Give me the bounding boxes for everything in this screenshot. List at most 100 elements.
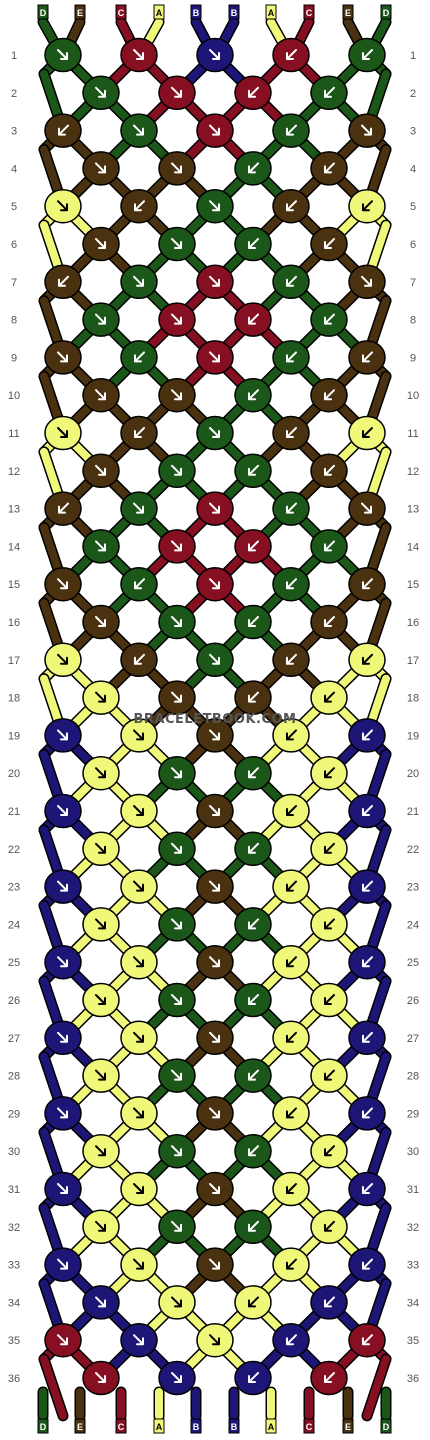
knot-r29-2	[120, 1096, 158, 1131]
knot-r13-5	[348, 491, 386, 526]
svg-text:E: E	[77, 8, 83, 18]
top-strand-3	[145, 18, 163, 44]
knot-r16-3	[234, 604, 272, 640]
svg-text:E: E	[345, 1422, 351, 1432]
knot-arrow-icon	[248, 691, 259, 703]
knot-arrow-icon	[209, 49, 220, 60]
top-string-letter-3: A	[153, 4, 165, 20]
bottom-string-letter-7: C	[303, 1418, 315, 1434]
knot-arrow-icon	[362, 427, 373, 438]
knot-arrow-icon	[248, 616, 259, 627]
row-label-right: 4	[410, 163, 416, 175]
knot-arrow-icon	[248, 842, 259, 854]
knot-arrow-icon	[57, 653, 68, 665]
knot-r34-2	[158, 1285, 196, 1320]
knot-r7-4	[272, 264, 310, 300]
knot-arrow-icon	[324, 86, 335, 98]
knot-r21-2	[120, 793, 158, 829]
knot-arrow-icon	[171, 86, 182, 98]
knot-r11-3	[196, 415, 234, 451]
knot-arrow-icon	[362, 729, 373, 741]
knot-r15-2	[120, 566, 158, 602]
knot-arrow-icon	[362, 1334, 373, 1346]
bottom-string-letter-6: A	[265, 1418, 277, 1434]
svg-text:B: B	[193, 8, 200, 18]
knot-r18-1	[82, 680, 120, 715]
knot-r34-3	[234, 1285, 272, 1320]
knot-r3-5	[348, 113, 386, 148]
knot-r27-1	[44, 1020, 82, 1056]
row-label-left: 3	[11, 126, 17, 138]
knot-r10-3	[234, 377, 272, 413]
knot-arrow-icon	[286, 49, 297, 60]
knot-arrow-icon	[324, 389, 335, 401]
knot-arrow-icon	[248, 389, 259, 401]
knot-arrow-icon	[248, 1220, 259, 1232]
knot-arrow-icon	[286, 427, 297, 438]
knot-arrow-icon	[362, 1031, 373, 1043]
knot-arrow-icon	[209, 1107, 220, 1119]
knot-arrow-icon	[95, 86, 106, 98]
knot-arrow-icon	[209, 427, 220, 438]
knot-arrow-icon	[324, 767, 335, 779]
row-label-left: 20	[8, 768, 20, 780]
knot-arrow-icon	[286, 1031, 297, 1043]
knot-r21-3	[196, 793, 234, 829]
knot-r3-4	[272, 113, 310, 148]
svg-text:A: A	[268, 8, 275, 18]
knot-r11-2	[120, 415, 158, 451]
knot-arrow-icon	[286, 351, 297, 363]
row-label-left: 31	[8, 1184, 20, 1196]
knot-r30-2	[158, 1133, 196, 1169]
knot-arrow-icon	[57, 578, 68, 590]
knot-arrow-icon	[57, 351, 68, 363]
row-label-right: 12	[407, 466, 419, 478]
knot-r31-4	[272, 1171, 310, 1207]
row-label-right: 10	[407, 390, 419, 402]
knot-arrow-icon	[248, 464, 259, 476]
knot-arrow-icon	[248, 1296, 259, 1308]
knot-arrow-icon	[133, 1183, 144, 1194]
row-label-right: 1	[410, 50, 416, 62]
svg-text:C: C	[118, 1422, 125, 1432]
knot-arrow-icon	[361, 275, 372, 287]
knot-arrow-icon	[57, 1107, 68, 1119]
knot-arrow-icon	[171, 691, 182, 703]
row-label-right: 6	[410, 239, 416, 251]
knot-arrow-icon	[133, 49, 144, 60]
knot-arrow-icon	[134, 200, 145, 212]
knot-r1-4	[272, 37, 310, 73]
top-strand-9	[372, 18, 390, 44]
knot-r15-5	[348, 566, 386, 602]
knot-r21-4	[272, 793, 310, 829]
row-label-left: 17	[8, 655, 20, 667]
knot-arrow-icon	[209, 1183, 220, 1194]
knot-r22-1	[82, 831, 120, 867]
knot-r24-1	[82, 907, 120, 942]
knot-arrow-icon	[248, 767, 259, 779]
row-label-left: 13	[8, 504, 20, 516]
knot-arrow-icon	[133, 502, 144, 514]
knot-arrow-icon	[95, 918, 106, 930]
knot-r28-2	[158, 1058, 196, 1093]
knot-arrow-icon	[286, 1183, 297, 1194]
knot-r29-1	[44, 1096, 82, 1131]
knot-r8-2	[158, 302, 196, 337]
knot-r28-1	[82, 1058, 120, 1093]
row-label-left: 25	[8, 957, 20, 969]
knot-r22-3	[234, 831, 272, 867]
knot-r36-4	[310, 1360, 348, 1396]
row-label-left: 16	[8, 617, 20, 629]
knot-r13-1	[44, 491, 82, 526]
knot-r27-4	[272, 1020, 310, 1056]
row-label-right: 16	[407, 617, 419, 629]
bottom-string-letter-9: D	[380, 1418, 392, 1434]
knot-arrow-icon	[57, 1183, 68, 1194]
knot-r23-1	[44, 869, 82, 904]
row-label-left: 35	[8, 1335, 20, 1347]
knot-arrow-icon	[57, 729, 68, 741]
knot-arrow-icon	[362, 880, 373, 892]
row-label-right: 35	[407, 1335, 419, 1347]
knot-arrow-icon	[286, 275, 297, 287]
